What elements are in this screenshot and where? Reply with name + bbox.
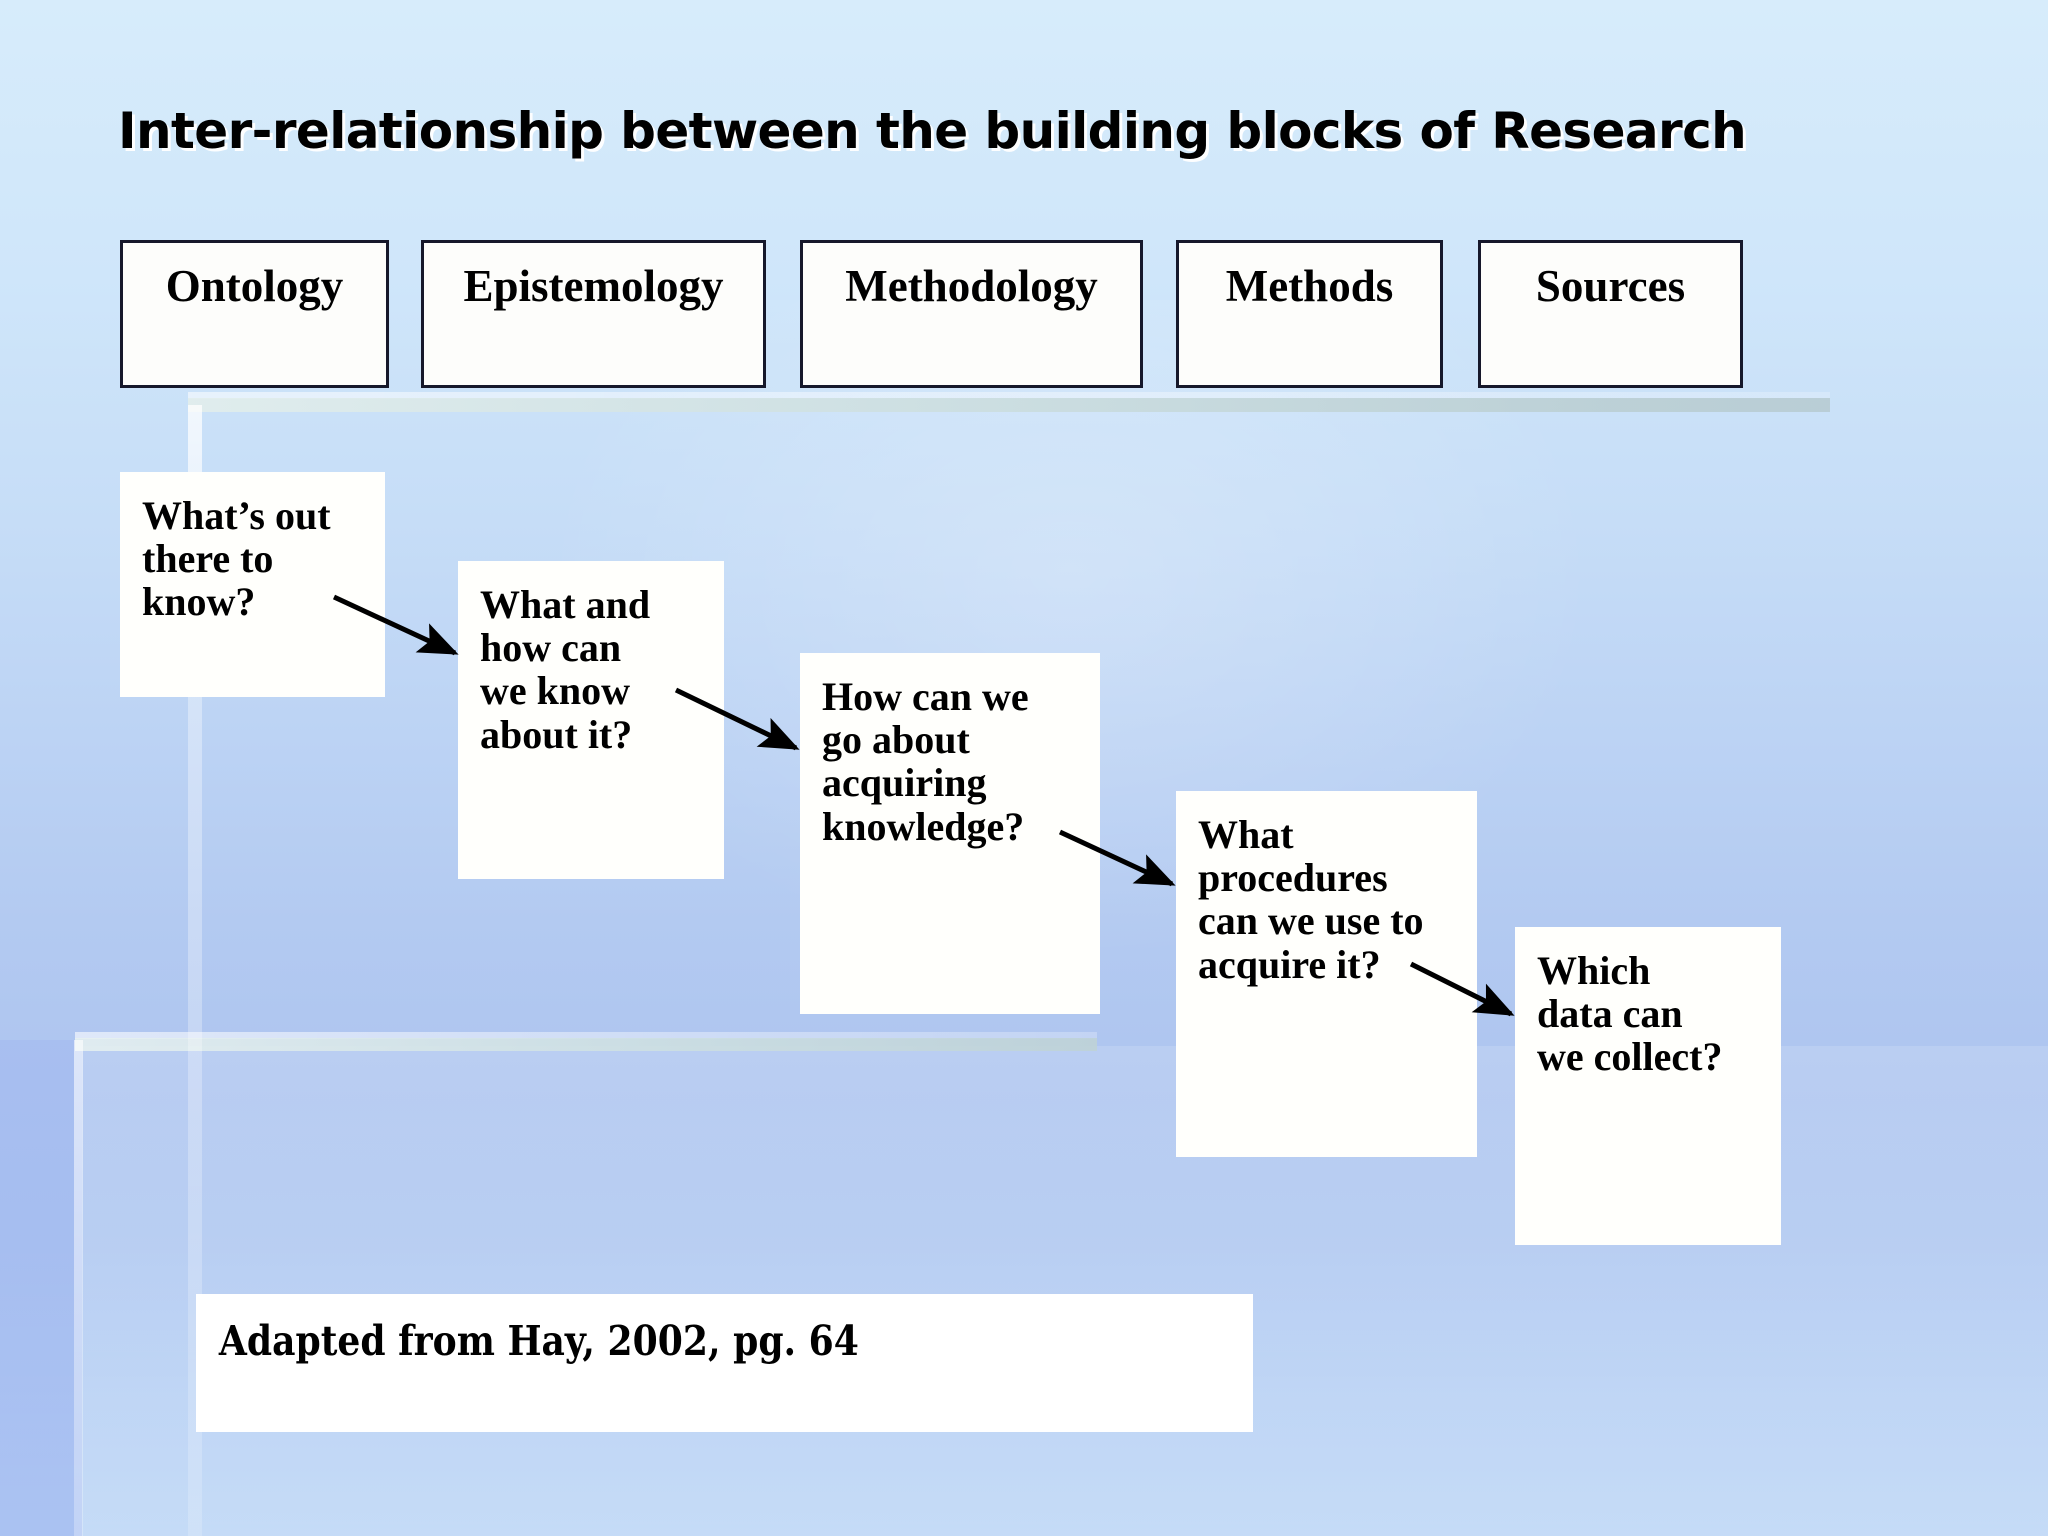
header-box-epistemology[interactable]: Epistemology (421, 240, 766, 388)
arrow-1-icon (332, 594, 459, 656)
caption-text: Adapted from Hay, 2002, pg. 64 (218, 1317, 859, 1365)
header-box-label: Epistemology (463, 261, 724, 311)
header-box-methodology[interactable]: Methodology (800, 240, 1143, 388)
header-box-label: Ontology (165, 261, 344, 311)
flow-box-text: What procedures can we use to acquire it… (1198, 812, 1424, 987)
flow-box-what-procedures[interactable]: What procedures can we use to acquire it… (1176, 791, 1477, 1157)
flow-box-text: What’s out there to know? (142, 493, 331, 625)
header-box-label: Sources (1535, 261, 1686, 311)
arrow-3-icon (1058, 829, 1176, 887)
header-box-label: Methods (1225, 261, 1394, 311)
flow-box-how-can-we-go-about[interactable]: How can we go about acquiring knowledge? (800, 653, 1100, 1014)
flow-box-text: How can we go about acquiring knowledge? (822, 674, 1029, 849)
header-box-sources[interactable]: Sources (1478, 240, 1743, 388)
flow-box-whats-out-there[interactable]: What’s out there to know? (120, 472, 385, 697)
header-box-ontology[interactable]: Ontology (120, 240, 389, 388)
page-title: Inter-relationship between the building … (118, 102, 1747, 160)
caption-box: Adapted from Hay, 2002, pg. 64 (196, 1294, 1253, 1432)
flow-box-text: Which data can we collect? (1537, 948, 1723, 1080)
header-box-methods[interactable]: Methods (1176, 240, 1443, 388)
flow-box-what-and-how-can-we-know[interactable]: What and how can we know about it? (458, 561, 724, 879)
flow-box-text: What and how can we know about it? (480, 582, 651, 757)
arrow-2-icon (674, 687, 800, 751)
header-box-label: Methodology (845, 261, 1098, 311)
flow-box-which-data-can-we-collect[interactable]: Which data can we collect? (1515, 927, 1781, 1245)
arrow-4-icon (1409, 961, 1515, 1017)
